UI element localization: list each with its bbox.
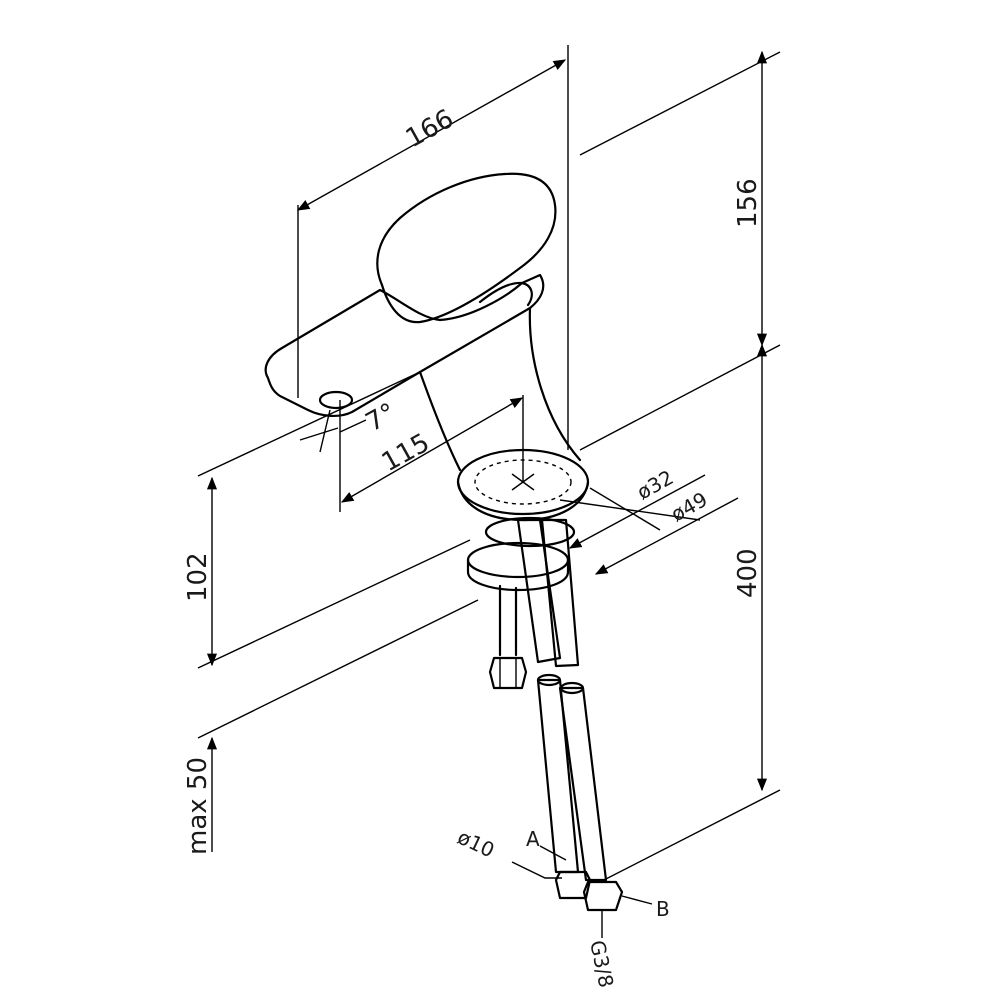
callout-b-label: B (656, 897, 670, 921)
dim-dia32-label: ø32 (633, 465, 678, 504)
dimension-max-50: max 50 (183, 736, 218, 855)
dimension-dia-10: ø10 (454, 825, 562, 879)
dim-dia49-label: ø49 (667, 487, 712, 526)
dim-156-label: 156 (733, 178, 763, 228)
dim-dia10-label: ø10 (454, 825, 498, 863)
dim-400-label: 400 (733, 548, 763, 598)
dimension-7-deg: 7° (299, 398, 401, 453)
mounting-hardware (466, 516, 576, 690)
supply-hoses (516, 518, 624, 912)
callout-a-label: A (526, 827, 540, 851)
callouts: A B G3/8 (526, 827, 670, 990)
dim-102-label: 102 (183, 552, 213, 602)
dim-max-50-label: max 50 (183, 757, 213, 855)
dimension-156: 156 (733, 50, 768, 347)
dimension-166: 166 (296, 59, 567, 211)
dimension-dia-49: ø49 (594, 487, 739, 575)
faucet-body (264, 172, 590, 522)
dimension-102: 102 (183, 476, 218, 667)
thread-label: G3/8 (585, 938, 618, 990)
dim-115-label: 115 (377, 428, 435, 478)
extension-lines (197, 45, 781, 883)
dimension-400: 400 (733, 343, 768, 792)
